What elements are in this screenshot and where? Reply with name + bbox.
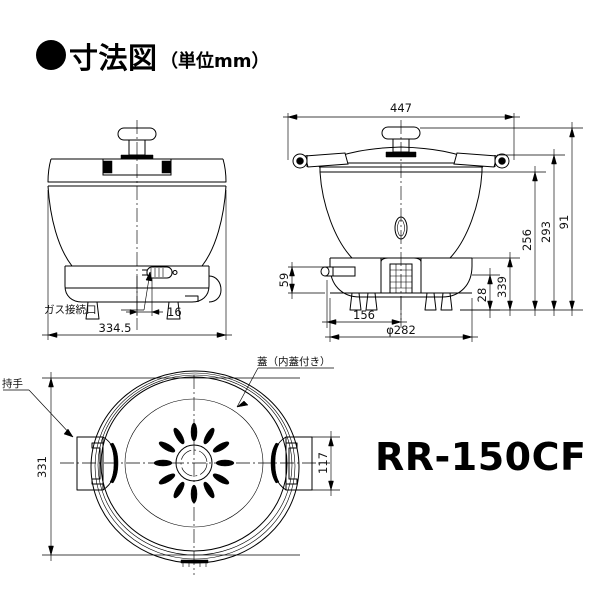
dim-front-16: 16 <box>126 276 182 319</box>
callout-lid-label: 蓋（内蓋付き） <box>257 355 331 368</box>
dim-side-91: 339 <box>472 252 520 316</box>
dim-side-156: 156 <box>322 280 407 328</box>
bullet-icon <box>36 40 66 70</box>
dim-side-339-value: 91 <box>557 215 571 230</box>
dim-side-59-value: 59 <box>277 273 291 288</box>
callout-handle-label: 持手 <box>2 377 23 390</box>
dim-side-256: 256 <box>482 166 546 316</box>
dim-front-overall-width: 334.5 <box>42 190 232 340</box>
title-main-text: 寸法図 <box>69 41 158 75</box>
dim-side-293-value: 293 <box>539 221 553 243</box>
dim-side-156-value: 156 <box>353 308 375 322</box>
callout-gas-port: ガス接続口 <box>44 271 153 316</box>
dim-side-293: 293 <box>497 149 565 316</box>
front-gas-port-fitting <box>142 266 178 279</box>
plan-bottom-mark <box>180 559 209 567</box>
dim-front-16-value: 16 <box>167 305 182 319</box>
side-handle-right <box>453 152 510 169</box>
dim-side-28-value: 28 <box>475 288 489 303</box>
side-elevation-view: 447 <box>277 101 583 342</box>
plan-top-view: 持手 蓋（内蓋付き） 331 117 <box>2 355 340 575</box>
dim-side-overall-width-value: 447 <box>390 101 412 115</box>
dim-side-91-value: 339 <box>495 276 509 298</box>
dim-plan-117-value: 117 <box>316 452 330 474</box>
dim-side-base-diameter-value: φ282 <box>386 323 416 337</box>
dim-side-base-diameter: φ282 <box>325 298 478 342</box>
callout-lid: 蓋（内蓋付き） <box>236 355 334 408</box>
dim-plan-331-value: 331 <box>35 456 49 478</box>
front-elevation-view: ガス接続口 16 334.5 <box>42 120 232 340</box>
dim-side-overall-width: 447 <box>283 101 520 160</box>
dim-plan-331: 331 <box>35 372 300 561</box>
model-number: RR-150CF <box>375 435 586 479</box>
title-sub-text: （単位mm） <box>160 50 270 72</box>
dim-side-256-value: 256 <box>520 229 534 251</box>
dim-side-339: 91 <box>420 122 583 316</box>
dim-side-59: 59 <box>277 262 325 299</box>
side-gas-inlet-pipe <box>320 266 356 277</box>
dim-side-28: 28 <box>460 268 500 318</box>
dim-front-overall-width-value: 334.5 <box>99 321 132 335</box>
dim-plan-117: 117 <box>312 431 340 496</box>
callout-gas-port-label: ガス接続口 <box>44 303 97 316</box>
page-title: 寸法図 （単位mm） <box>36 40 270 75</box>
side-handle-left <box>292 152 349 169</box>
